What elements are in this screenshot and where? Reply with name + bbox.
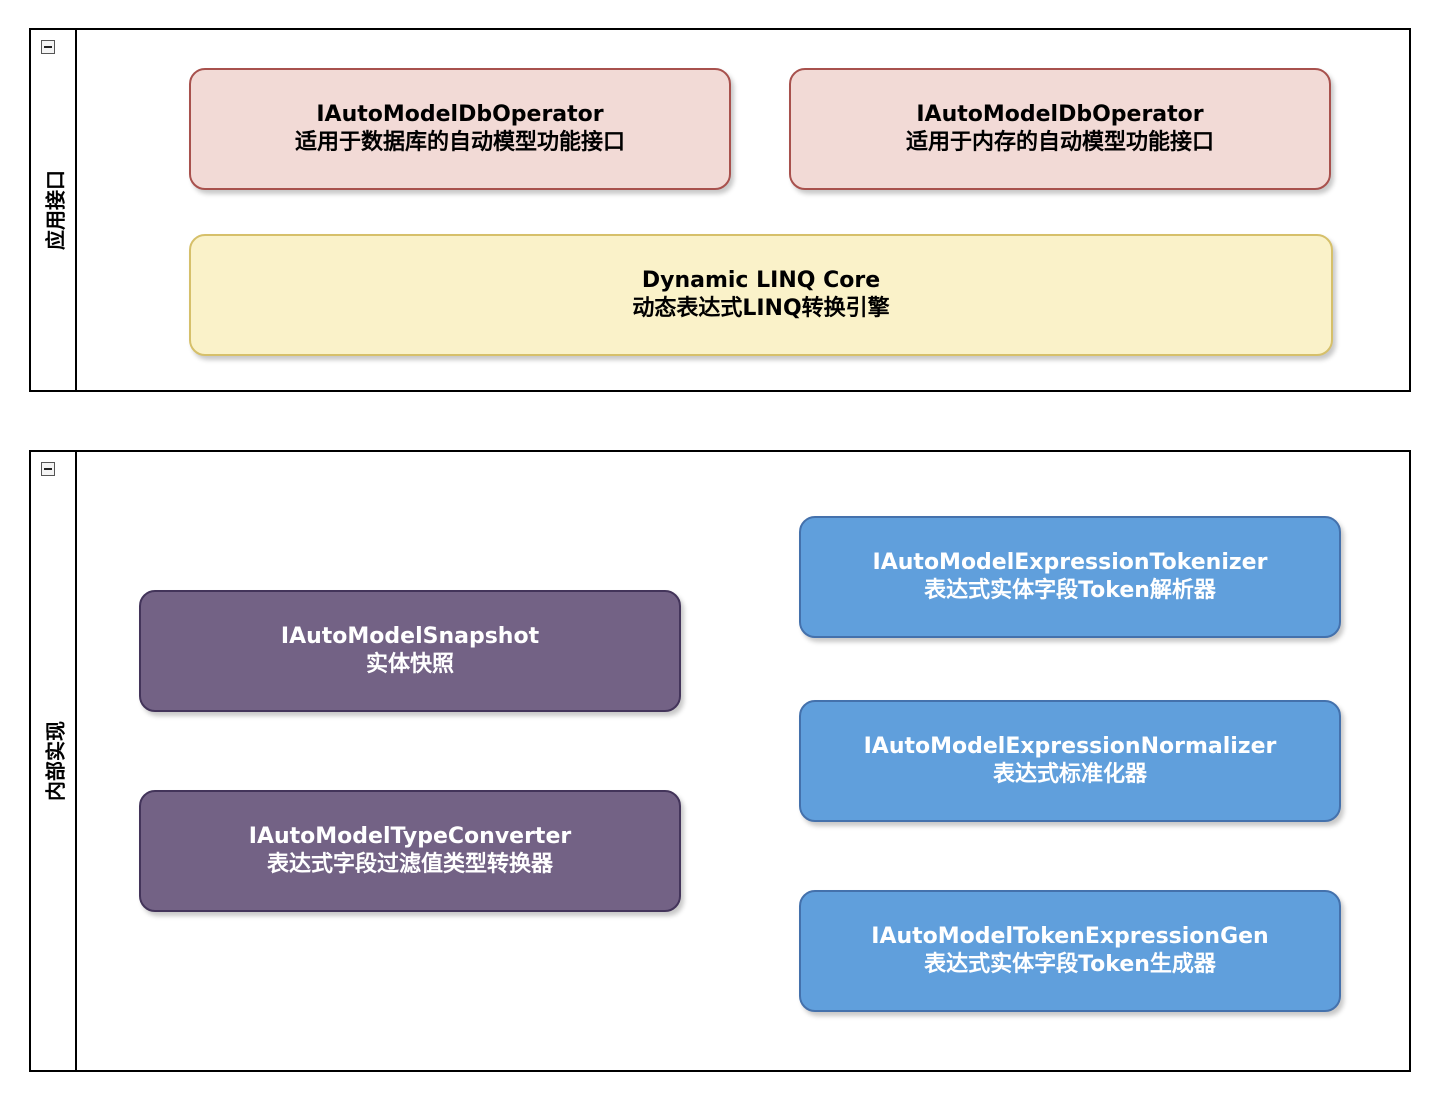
expression-normalizer-node[interactable]: IAutoModelExpressionNormalizer 表达式标准化器: [799, 700, 1341, 822]
node-description: 动态表达式LINQ转换引擎: [632, 296, 890, 321]
type-converter-node[interactable]: IAutoModelTypeConverter 表达式字段过滤值类型转换器: [139, 790, 681, 912]
node-title: IAutoModelTokenExpressionGen: [871, 924, 1269, 949]
node-title: IAutoModelExpressionNormalizer: [863, 734, 1277, 759]
node-description: 表达式标准化器: [992, 762, 1147, 787]
pool-header: 应用接口: [31, 30, 77, 390]
token-expression-gen-node[interactable]: IAutoModelTokenExpressionGen 表达式实体字段Toke…: [799, 890, 1341, 1012]
node-description: 表达式字段过滤值类型转换器: [266, 852, 553, 877]
node-description: 适用于内存的自动模型功能接口: [905, 130, 1214, 155]
node-title: IAutoModelTypeConverter: [248, 824, 572, 849]
expression-tokenizer-node[interactable]: IAutoModelExpressionTokenizer 表达式实体字段Tok…: [799, 516, 1341, 638]
node-title: Dynamic LINQ Core: [641, 268, 881, 293]
node-description: 表达式实体字段Token生成器: [924, 952, 1216, 977]
pool-title: 内部实现: [43, 721, 68, 801]
node-description: 实体快照: [365, 652, 454, 677]
db-operator-memory-node[interactable]: IAutoModelDbOperator 适用于内存的自动模型功能接口: [789, 68, 1331, 190]
node-title: IAutoModelDbOperator: [916, 102, 1204, 127]
pool-header: 内部实现: [31, 452, 77, 1070]
collapse-icon[interactable]: [41, 462, 55, 476]
node-title: IAutoModelSnapshot: [280, 624, 540, 649]
node-description: 表达式实体字段Token解析器: [924, 578, 1216, 603]
snapshot-node[interactable]: IAutoModelSnapshot 实体快照: [139, 590, 681, 712]
db-operator-database-node[interactable]: IAutoModelDbOperator 适用于数据库的自动模型功能接口: [189, 68, 731, 190]
collapse-icon[interactable]: [41, 40, 55, 54]
dynamic-linq-core-node[interactable]: Dynamic LINQ Core 动态表达式LINQ转换引擎: [189, 234, 1333, 356]
node-title: IAutoModelDbOperator: [316, 102, 604, 127]
node-description: 适用于数据库的自动模型功能接口: [294, 130, 625, 155]
pool-title: 应用接口: [43, 170, 68, 250]
node-title: IAutoModelExpressionTokenizer: [872, 550, 1268, 575]
